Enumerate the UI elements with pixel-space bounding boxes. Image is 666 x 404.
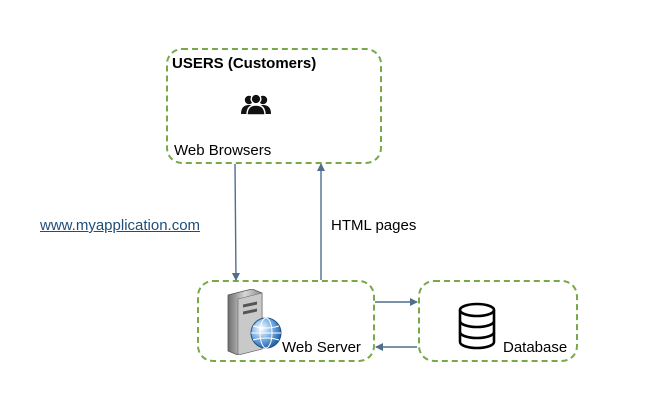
users-node-title: USERS (Customers) [172, 55, 317, 72]
application-url-link[interactable]: www.myapplication.com [40, 217, 201, 234]
web-server-icon [227, 289, 282, 355]
users-icon [241, 93, 271, 115]
database-label: Database [503, 339, 568, 356]
web-browsers-label: Web Browsers [174, 142, 272, 159]
database-icon [458, 302, 496, 350]
html-pages-label: HTML pages [331, 217, 417, 234]
web-server-label: Web Server [282, 339, 361, 356]
users-node [166, 48, 382, 164]
database-node [418, 280, 578, 362]
web-server-node [197, 280, 375, 362]
request-arrow [231, 163, 240, 281]
